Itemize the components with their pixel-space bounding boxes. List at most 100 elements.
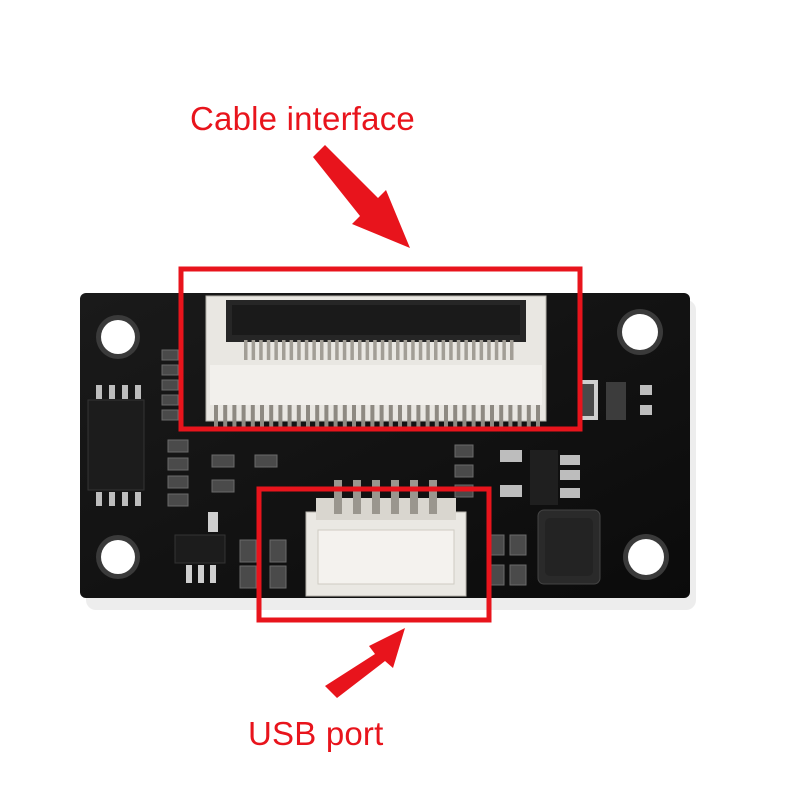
fpc-pin xyxy=(327,340,332,360)
fpc-pin xyxy=(487,340,491,360)
fpc-pin xyxy=(352,405,356,431)
fpc-pin xyxy=(502,340,506,360)
cable-interface-highlight-box xyxy=(178,266,583,432)
fpc-pin xyxy=(335,340,339,360)
smd-pad xyxy=(161,364,179,376)
fpc-pin xyxy=(274,340,278,360)
smd-pad xyxy=(167,457,189,471)
usb-connector-pin xyxy=(334,480,342,514)
fpc-pin xyxy=(370,405,375,431)
usb-port-arrow xyxy=(325,628,405,698)
fpc-pin xyxy=(510,340,514,360)
fpc-pin xyxy=(418,340,423,360)
fpc-pin xyxy=(494,340,499,360)
smd-pad xyxy=(509,564,527,586)
fpc-pin xyxy=(260,405,264,431)
fpc-pin xyxy=(214,405,218,431)
ic-pin xyxy=(122,385,128,399)
smd-pad xyxy=(161,349,179,361)
fpc-pin xyxy=(490,405,494,431)
fpc-pin xyxy=(232,405,237,431)
smd-pad xyxy=(269,539,287,563)
fpc-pin xyxy=(508,405,513,431)
fpc-pin xyxy=(244,340,248,360)
smd-pad xyxy=(509,534,527,556)
smd-pad xyxy=(161,379,179,391)
ic-pin xyxy=(109,492,115,506)
fpc-pin xyxy=(434,340,438,360)
fpc-pin xyxy=(517,405,522,431)
fpc-pin xyxy=(296,405,301,431)
fpc-connector xyxy=(205,295,547,431)
fpc-pin xyxy=(320,340,324,360)
usb-connector-pin xyxy=(410,480,418,514)
smd-pad xyxy=(161,409,179,421)
fpc-pin xyxy=(407,405,412,431)
smd-pad xyxy=(254,454,278,468)
fpc-pin xyxy=(342,405,347,431)
fpc-pin xyxy=(453,405,458,431)
fpc-pin xyxy=(306,405,310,431)
fpc-pin xyxy=(269,405,274,431)
fpc-pin xyxy=(411,340,415,360)
components-right xyxy=(500,380,652,505)
ic-pin xyxy=(109,385,115,399)
fpc-pin xyxy=(479,340,484,360)
usb-connector-pin xyxy=(372,480,380,514)
fpc-pin xyxy=(462,405,467,431)
fpc-pin xyxy=(241,405,246,431)
fpc-pin xyxy=(223,405,228,431)
fpc-pin xyxy=(403,340,408,360)
smd-pad xyxy=(239,539,257,563)
smd-pad xyxy=(454,444,474,458)
ic-pin xyxy=(135,385,141,399)
smd-pad xyxy=(167,493,189,507)
fpc-pin xyxy=(266,340,271,360)
fpc-pin xyxy=(342,340,347,360)
usb-connector-pin xyxy=(353,480,361,514)
ic-pin xyxy=(135,492,141,506)
usb-connector-pin xyxy=(391,480,399,514)
fpc-pin xyxy=(388,405,393,431)
fpc-pin xyxy=(499,405,504,431)
smd-pad xyxy=(211,479,235,493)
fpc-pin xyxy=(464,340,468,360)
fpc-pin xyxy=(358,340,362,360)
transistor-bottom-left xyxy=(174,512,226,583)
smd-pads xyxy=(161,349,527,589)
mounting-hole-top-right xyxy=(617,309,663,355)
fpc-pin xyxy=(287,405,292,431)
fpc-pin xyxy=(536,405,540,431)
fpc-pin xyxy=(297,340,301,360)
fpc-pin xyxy=(380,340,385,360)
fpc-pin xyxy=(251,340,256,360)
fpc-pin xyxy=(350,340,354,360)
smd-pad xyxy=(167,475,189,489)
fpc-pin xyxy=(304,340,309,360)
fpc-pin xyxy=(324,405,329,431)
fpc-pin xyxy=(250,405,255,431)
fpc-pin xyxy=(441,340,446,360)
fpc-pin xyxy=(315,405,320,431)
mounting-hole-bottom-left xyxy=(96,535,140,579)
fpc-pin xyxy=(396,340,400,360)
smd-pad xyxy=(167,439,189,453)
pcb-board xyxy=(80,293,690,598)
fpc-pin xyxy=(259,340,263,360)
fpc-pin xyxy=(361,405,366,431)
fpc-pin xyxy=(480,405,485,431)
fpc-pin xyxy=(388,340,392,360)
usb-port-highlight-box xyxy=(256,486,492,623)
usb-port-label: USB port xyxy=(248,715,384,752)
smd-pad xyxy=(269,565,287,589)
mounting-hole-top-left xyxy=(96,315,140,359)
cable-interface-label: Cable interface xyxy=(190,100,415,137)
fpc-pin xyxy=(526,405,531,431)
smd-pad xyxy=(239,565,257,589)
mounting-hole-bottom-right xyxy=(623,534,669,580)
fpc-pin xyxy=(444,405,448,431)
fpc-pin xyxy=(282,340,286,360)
fpc-pin xyxy=(434,405,439,431)
